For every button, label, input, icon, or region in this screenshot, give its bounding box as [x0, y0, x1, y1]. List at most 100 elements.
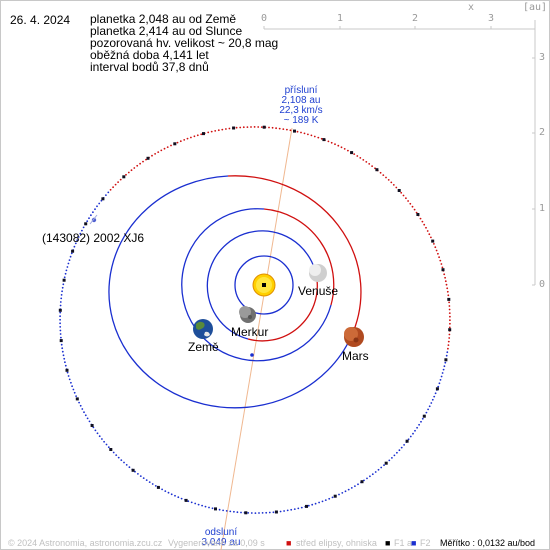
asteroid-orbit-dot [385, 176, 387, 179]
asteroid-orbit-dot [204, 505, 207, 508]
info-period: oběžná doba 4,141 let [90, 48, 209, 62]
asteroid-interval-point [146, 156, 150, 160]
asteroid-orbit-dot [229, 510, 232, 513]
asteroid-interval-point [384, 461, 388, 465]
asteroid-orbit-dot [327, 140, 330, 143]
asteroid-orbit-dot [218, 508, 221, 511]
asteroid-orbit-dot [136, 164, 139, 167]
asteroid-orbit-dot [120, 459, 123, 461]
asteroid-orbit-dot [61, 347, 64, 350]
asteroid-interval-point [84, 222, 88, 226]
asteroid-interval-point [447, 297, 451, 301]
asteroid-orbit-dot [66, 266, 69, 268]
mars-label: Mars [342, 349, 369, 363]
asteroid-orbit-dot [374, 471, 377, 473]
asteroid-orbit-dot [356, 155, 359, 157]
asteroid-orbit-dot [247, 512, 250, 514]
earth-label: Země [188, 340, 219, 354]
asteroid-orbit-dot [133, 167, 136, 169]
asteroid-orbit [59, 126, 451, 514]
venus-orbit-blue [206, 230, 318, 340]
asteroid-interval-point [422, 414, 426, 418]
asteroid-orbit-dot [426, 230, 429, 232]
asteroid-orbit-dot [137, 473, 139, 475]
aphelion-distance: 3,049 au [201, 537, 241, 548]
asteroid-orbit-dot [190, 136, 192, 139]
asteroid-orbit-dot [96, 205, 98, 208]
asteroid-orbit-dot [428, 405, 431, 408]
asteroid-orbit-dot [433, 395, 436, 398]
asteroid-orbit-dot [194, 502, 197, 505]
asteroid-orbit-dot [444, 276, 446, 279]
aphelion-label: odsluní 3,049 au [186, 528, 256, 548]
asteroid-orbit-dot [67, 262, 70, 265]
asteroid-orbit-dot [60, 294, 63, 296]
asteroid-orbit-dot [145, 479, 148, 481]
asteroid-orbit-dot [371, 165, 373, 168]
y-tick-0: 0 [539, 279, 546, 290]
asteroid-orbit-dot [115, 454, 118, 456]
asteroid-orbit-dot [368, 163, 371, 165]
asteroid-orbit-dot [105, 194, 107, 197]
asteroid-orbit-dot [66, 371, 69, 374]
asteroid-orbit-dot [439, 379, 442, 381]
asteroid-interval-point [448, 328, 452, 332]
asteroid-orbit-dot [338, 493, 340, 496]
asteroid-interval-point [75, 397, 79, 401]
asteroid-orbit-dot [434, 246, 437, 249]
asteroid-interval-point [202, 132, 205, 136]
asteroid-orbit-dot [59, 318, 61, 321]
asteroid-orbit-dot [444, 361, 447, 364]
venus-planet [309, 264, 327, 282]
info-earth-distance: planetka 2,048 au od Země [90, 12, 237, 26]
asteroid-orbit-dot [369, 475, 371, 478]
asteroid-orbit-dot [391, 457, 393, 459]
asteroid-orbit-dot [142, 160, 144, 163]
asteroid-orbit-dot [151, 483, 154, 485]
asteroid-orbit-dot [379, 171, 382, 174]
asteroid-orbit-dot [427, 408, 429, 411]
asteroid-interval-point [441, 268, 445, 272]
asteroid-orbit-dot [347, 488, 350, 491]
asteroid-orbit-dot [59, 329, 62, 332]
info-point-interval: interval bodů 37,8 dnů [90, 60, 209, 74]
asteroid-orbit-dot [425, 411, 428, 414]
asteroid-orbit-dot [324, 499, 327, 501]
venus-label: Venuše [298, 284, 339, 298]
asteroid-orbit-dot [180, 497, 183, 500]
asteroid-orbit-dot [200, 133, 203, 136]
asteroid-orbit-dot [103, 440, 105, 443]
asteroid-orbit-dot [222, 509, 225, 512]
asteroid-orbit-dot [421, 220, 424, 223]
asteroid-orbit-dot [221, 128, 224, 131]
asteroid-orbit-dot [214, 130, 217, 132]
asteroid-orbit-dot [310, 134, 313, 137]
legend-center-marker: ■ [286, 538, 292, 548]
perihelion-title: přísluní [284, 85, 318, 96]
mars-planet [344, 327, 364, 347]
asteroid-orbit-dot [60, 336, 62, 339]
asteroid-orbit-dot [61, 350, 64, 353]
asteroid-interval-point [184, 498, 188, 502]
asteroid-interval-point [360, 480, 364, 484]
asteroid-orbit-dot [286, 509, 289, 512]
asteroid-orbit-dot [421, 417, 424, 420]
asteroid-orbit-dot [61, 290, 63, 293]
apsis-line [220, 127, 293, 550]
asteroid-orbit-dot [447, 347, 449, 350]
asteroid-orbit-dot [105, 443, 108, 446]
asteroid-orbit-dot [279, 510, 282, 513]
asteroid-orbit-dot [365, 161, 368, 163]
asteroid-orbit-dot [443, 273, 446, 276]
asteroid-orbit-dot [383, 464, 385, 467]
asteroid-orbit-dot [79, 404, 82, 407]
asteroid-orbit-dot [72, 388, 75, 391]
asteroid-orbit-dot [445, 283, 448, 286]
info-magnitude: pozorovaná hv. velikost ~ 20,8 mag [90, 36, 279, 50]
footer-copyright[interactable]: © 2024 Astronomia, astronomia.zcu.cz [8, 538, 163, 548]
asteroid-orbit-dot [430, 402, 433, 404]
asteroid-orbit-dot [411, 205, 414, 208]
asteroid-orbit-dot [117, 456, 120, 459]
asteroid-orbit-dot [154, 485, 157, 487]
asteroid-orbit-dot [303, 132, 306, 135]
